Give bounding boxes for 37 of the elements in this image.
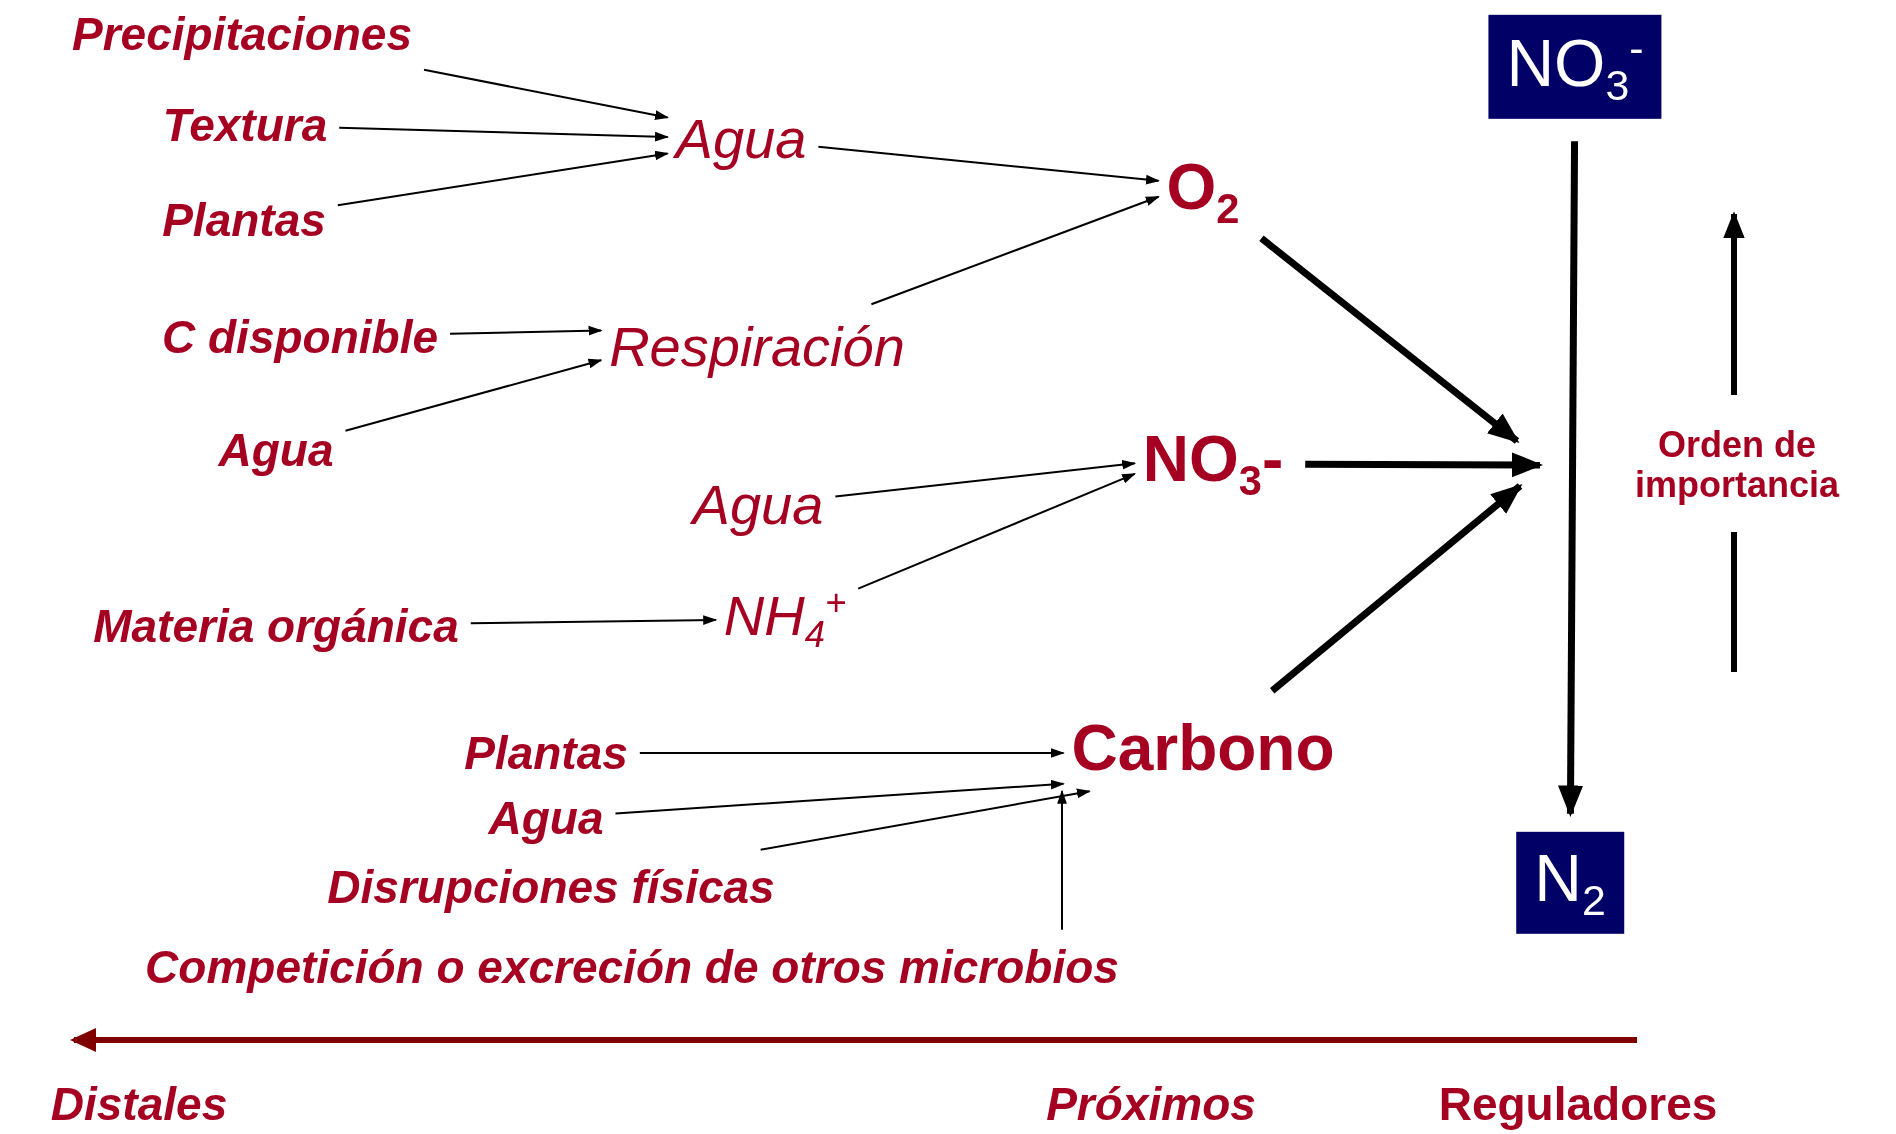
scale-start-label: Reguladores bbox=[1438, 1078, 1718, 1130]
arrow bbox=[1269, 483, 1523, 694]
factor-label: Competición o excreción de otros microbios bbox=[145, 941, 1119, 993]
factor-label: C disponible bbox=[162, 311, 438, 363]
arrow bbox=[338, 126, 669, 142]
arrow bbox=[423, 68, 669, 120]
arrow bbox=[638, 748, 1065, 758]
state-box: N$_{2}$ bbox=[1516, 831, 1624, 935]
intermediate-label: Agua bbox=[692, 474, 824, 536]
factor-label: Disrupciones físicas bbox=[327, 861, 775, 913]
arrow bbox=[870, 195, 1160, 306]
arrow bbox=[1057, 789, 1067, 931]
arrow bbox=[469, 615, 718, 625]
scale-end-label: Distales bbox=[50, 1078, 228, 1130]
factor-label: Agua bbox=[488, 792, 604, 844]
factor-label: Precipitaciones bbox=[72, 8, 412, 60]
intermediate-label: Agua bbox=[675, 108, 807, 170]
factor-label: Materia orgánica bbox=[93, 600, 459, 652]
orden-label: Orden de importancia bbox=[1633, 425, 1841, 505]
arrow bbox=[857, 472, 1137, 590]
scale-mid-label: Próximos bbox=[1046, 1078, 1256, 1130]
arrow bbox=[614, 779, 1065, 815]
arrow bbox=[759, 788, 1091, 851]
arrow bbox=[336, 150, 669, 207]
arrow bbox=[834, 459, 1137, 498]
factor-label: Plantas bbox=[464, 727, 628, 779]
arrow bbox=[344, 358, 603, 432]
factor-label: Agua bbox=[218, 424, 334, 476]
regulator-label: NO$_{3}$- bbox=[1142, 424, 1284, 504]
arrow bbox=[1259, 235, 1520, 444]
arrow bbox=[449, 325, 603, 336]
regulator-label: O$_{2}$ bbox=[1166, 152, 1240, 232]
regulator-label: Carbono bbox=[1071, 712, 1335, 784]
intermediate-label: Respiración bbox=[609, 316, 905, 378]
arrow bbox=[817, 145, 1160, 185]
factor-label: Textura bbox=[162, 99, 328, 151]
factor-label: Plantas bbox=[162, 194, 326, 246]
